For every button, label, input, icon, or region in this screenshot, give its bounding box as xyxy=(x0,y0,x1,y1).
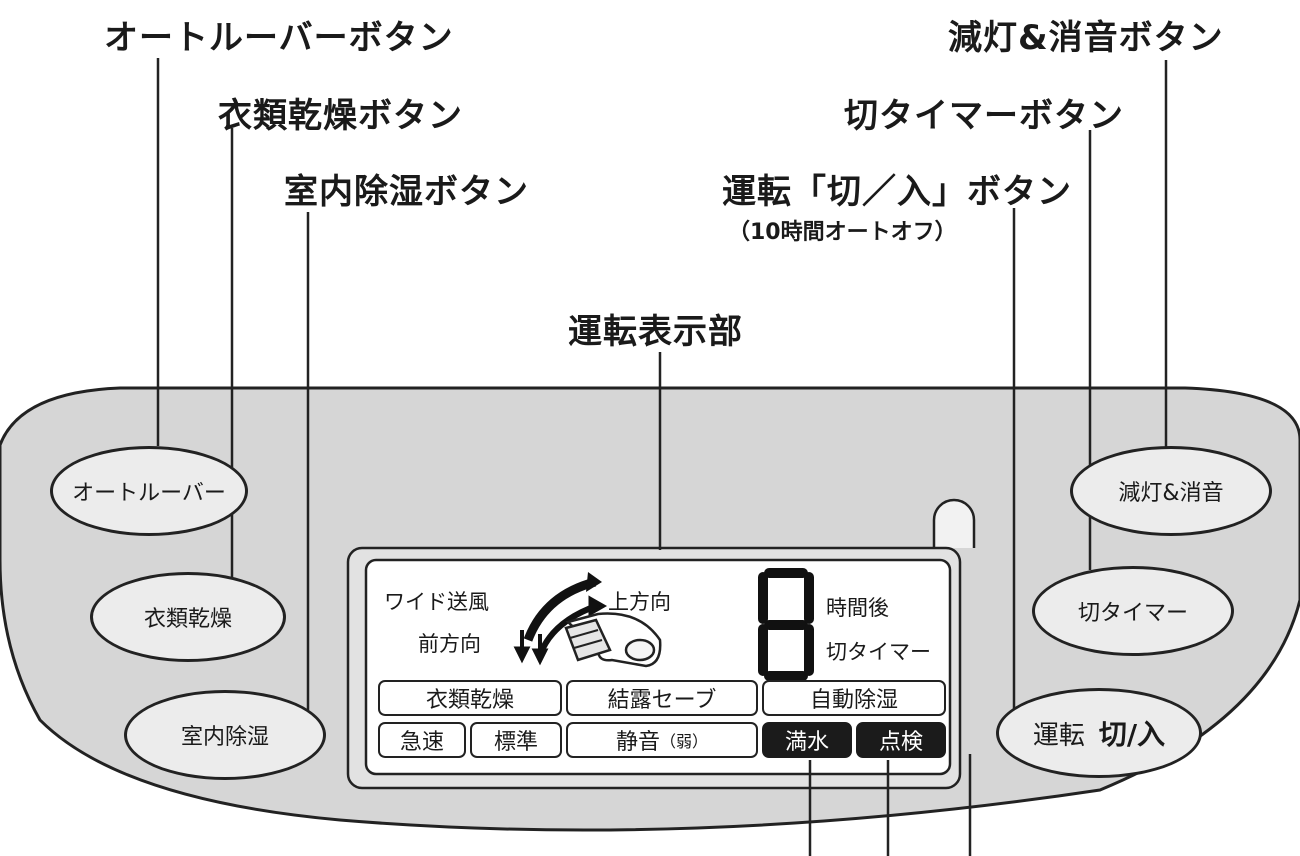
power-note: （10時間オートオフ） xyxy=(728,220,957,245)
power-button-prefix: 運転 xyxy=(1032,720,1085,751)
lcd-chip-auto-dehumid: 自動除湿 xyxy=(762,680,946,716)
clothes-dry-callout: 衣類乾燥ボタン xyxy=(218,96,463,136)
room-dehumid-button[interactable]: 室内除湿 xyxy=(124,690,326,780)
auto-louver-button[interactable]: オートルーバー xyxy=(50,446,248,536)
dim-mute-callout: 減灯&消音ボタン xyxy=(948,18,1224,58)
auto-louver-callout: オートルーバーボタン xyxy=(104,18,454,58)
louver-direction-icon xyxy=(513,572,608,666)
lcd-chip-quiet-sub: （弱） xyxy=(660,732,709,751)
lcd-chip-standard: 標準 xyxy=(470,722,562,758)
lcd-chip-condensation-save: 結露セーブ xyxy=(566,680,758,716)
timer-digit-display xyxy=(758,568,814,681)
power-button[interactable]: 運転 切/入 xyxy=(996,688,1202,778)
lcd-chip-quiet-main: 静音 xyxy=(615,730,660,755)
lcd-hours-after: 時間後 xyxy=(826,596,889,620)
lcd-wide-airflow: ワイド送風 xyxy=(384,590,489,614)
dim-mute-button[interactable]: 減灯&消音 xyxy=(1070,446,1272,536)
room-dehumid-button-label: 室内除湿 xyxy=(180,725,269,750)
auto-louver-button-label: オートルーバー xyxy=(72,481,226,506)
lcd-chip-rapid: 急速 xyxy=(378,722,466,758)
clothes-dry-button-label: 衣類乾燥 xyxy=(143,607,232,632)
lcd-chip-check: 点検 xyxy=(856,722,946,758)
clothes-dry-button[interactable]: 衣類乾燥 xyxy=(90,572,286,662)
lcd-chip-clothes-dry: 衣類乾燥 xyxy=(378,680,562,716)
lcd-off-timer: 切タイマー xyxy=(826,640,931,664)
display-callout: 運転表示部 xyxy=(568,312,743,352)
off-timer-button[interactable]: 切タイマー xyxy=(1032,566,1234,656)
power-button-main: 切/入 xyxy=(1098,718,1166,751)
off-timer-button-label: 切タイマー xyxy=(1077,601,1188,626)
room-dehumid-callout: 室内除湿ボタン xyxy=(284,172,529,212)
dim-mute-button-label: 減灯&消音 xyxy=(1118,481,1224,506)
power-callout: 運転「切／入」ボタン xyxy=(722,172,1072,212)
lcd-chip-quiet: 静音 （弱） xyxy=(566,722,758,758)
lcd-chip-full-water: 満水 xyxy=(762,722,852,758)
indicator-lamp xyxy=(932,498,976,548)
off-timer-callout: 切タイマーボタン xyxy=(844,96,1124,136)
lcd-upward: 上方向 xyxy=(608,590,671,614)
louver-unit-icon xyxy=(564,612,662,668)
lcd-forward: 前方向 xyxy=(418,632,481,656)
